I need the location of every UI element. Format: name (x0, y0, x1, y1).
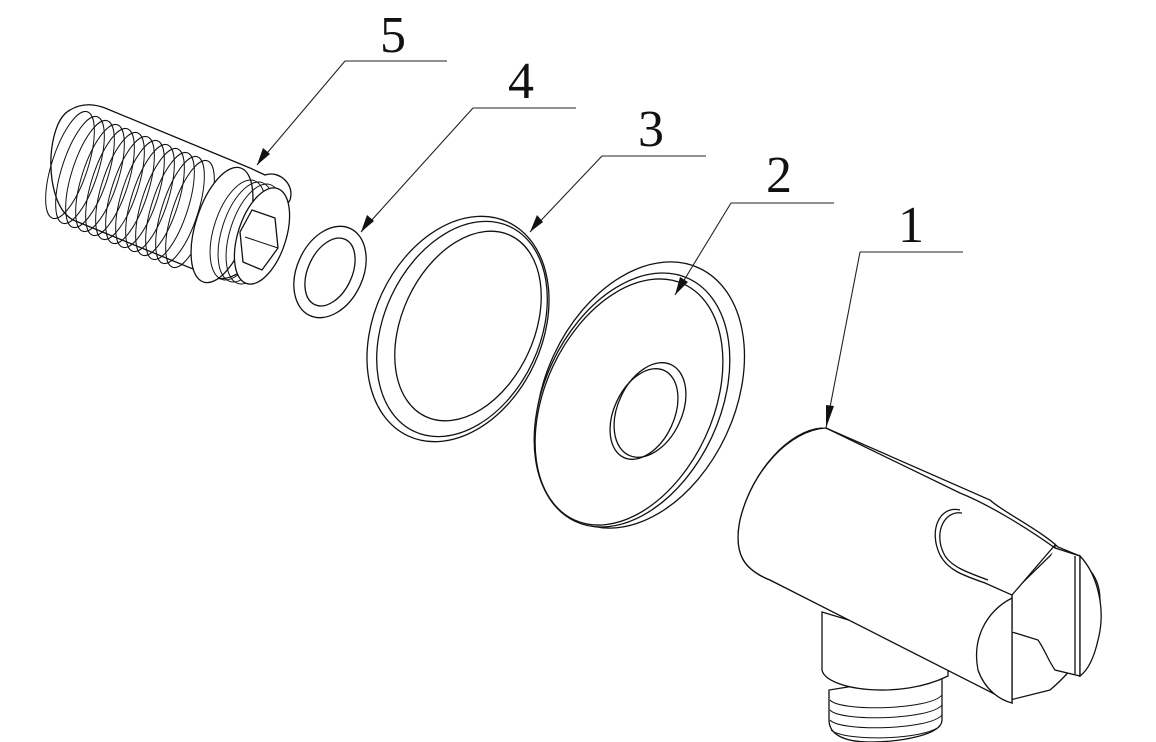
callout-1: 1 (825, 197, 963, 429)
callout-4: 4 (360, 53, 576, 233)
bottom-thread (828, 671, 943, 742)
callout-3: 3 (529, 101, 706, 233)
callout-label-4: 4 (508, 53, 534, 110)
part-5-threaded-nipple (45, 104, 292, 285)
callout-label-3: 3 (638, 101, 664, 158)
callout-label-1: 1 (898, 197, 924, 254)
part-3-large-ring (366, 215, 550, 443)
callout-label-5: 5 (380, 7, 406, 64)
hex-socket (239, 209, 279, 271)
callout-label-2: 2 (766, 147, 792, 204)
part-1-holder-body (737, 427, 1102, 742)
callout-2: 2 (674, 147, 834, 296)
part-2-cover-flange (533, 261, 746, 529)
part-4-small-washer (293, 225, 367, 319)
callout-5: 5 (256, 7, 447, 166)
